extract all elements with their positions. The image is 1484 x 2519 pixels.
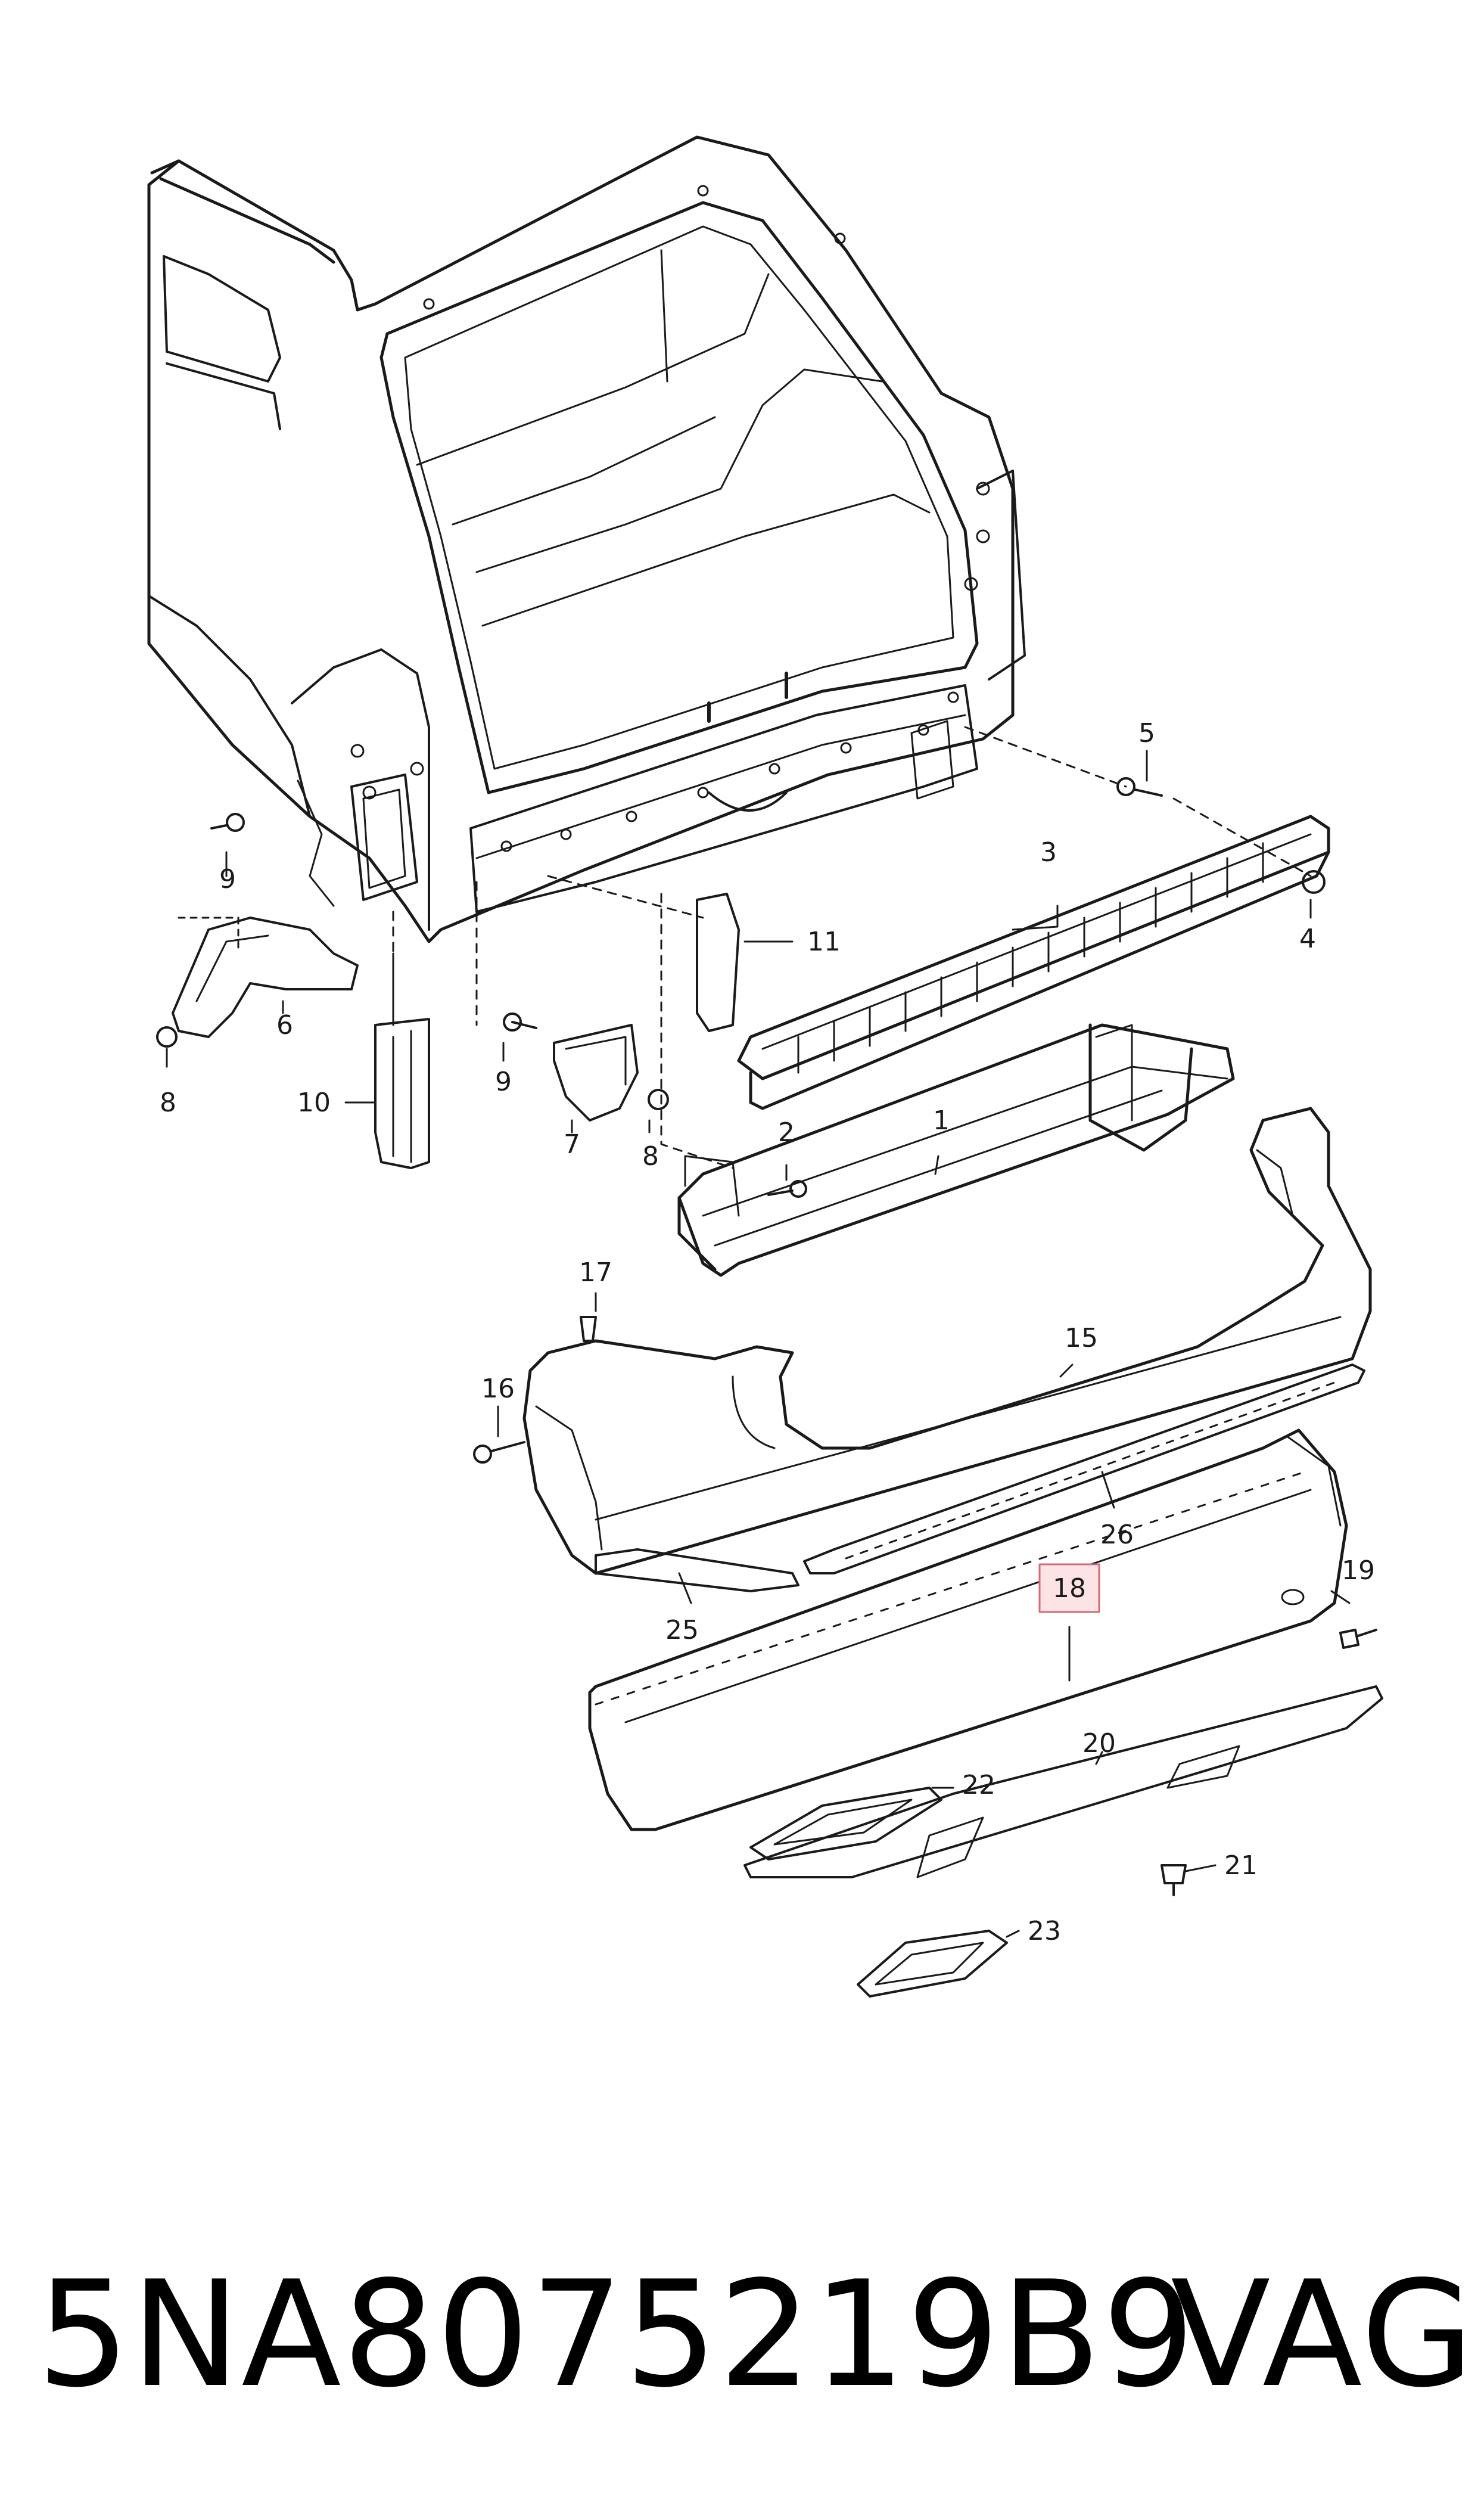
part-7-mount <box>553 1024 639 1122</box>
brand-name: VAG <box>1171 2250 1476 2419</box>
label-19: 19 <box>1342 1555 1375 1586</box>
part-11-bracket <box>696 893 740 1032</box>
part-6-side-bracket <box>172 917 359 1038</box>
label-11: 11 <box>807 927 841 957</box>
vehicle-body <box>147 135 1026 943</box>
label-20: 20 <box>1082 1728 1116 1759</box>
label-18: 18 <box>1053 1573 1086 1604</box>
label-8-left: 8 <box>160 1088 176 1118</box>
part-18-spoiler <box>588 1428 1348 1831</box>
label-21: 21 <box>1224 1850 1258 1881</box>
part-3-energy-absorber <box>737 815 1330 1110</box>
label-1: 1 <box>933 1105 950 1136</box>
part-22-exhaust-trim <box>749 1787 942 1860</box>
highlight-box-18 <box>1038 1563 1100 1613</box>
part-number: 5NA8075219B9 <box>37 2250 1196 2419</box>
parts-diagram: 5 3 4 11 9 6 8 10 9 7 8 2 1 17 15 16 26 … <box>147 135 1383 1998</box>
label-2: 2 <box>778 1117 795 1148</box>
label-4: 4 <box>1299 924 1316 954</box>
label-25: 25 <box>665 1615 699 1645</box>
part-10-guide-profile <box>374 1018 430 1169</box>
label-3: 3 <box>1040 837 1057 868</box>
fasteners <box>156 777 1377 1896</box>
label-8-center: 8 <box>642 1141 659 1172</box>
label-22: 22 <box>962 1770 995 1800</box>
part-1-bumper-carrier <box>677 1023 1235 1277</box>
part-23-exhaust-trim <box>857 1930 1008 1998</box>
label-16: 16 <box>481 1374 515 1404</box>
label-23: 23 <box>1028 1916 1061 1946</box>
label-15: 15 <box>1065 1323 1098 1353</box>
label-5: 5 <box>1138 718 1155 748</box>
label-6: 6 <box>276 1010 293 1040</box>
assembly-lines <box>392 726 1312 1169</box>
label-17: 17 <box>579 1257 612 1288</box>
part-20-diffuser-insert <box>743 1685 1383 1878</box>
part-25-trim-strip <box>595 1548 799 1592</box>
label-26: 26 <box>1100 1520 1134 1550</box>
label-9-lower: 9 <box>495 1067 512 1097</box>
label-7: 7 <box>564 1129 580 1160</box>
part-26-guide-strip <box>803 1363 1365 1574</box>
part-15-bumper-cover <box>522 1107 1372 1575</box>
label-9-upper: 9 <box>219 864 236 894</box>
label-10: 10 <box>297 1088 331 1118</box>
